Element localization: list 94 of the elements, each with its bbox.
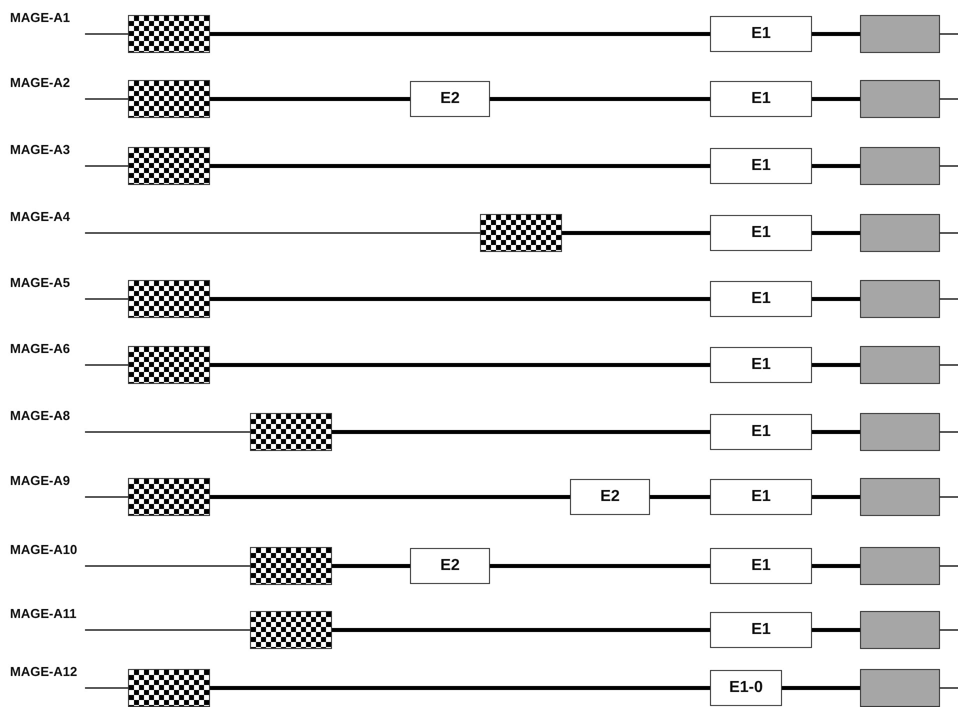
shaded-box <box>860 478 940 516</box>
intron-line <box>812 297 860 301</box>
shaded-box <box>860 15 940 53</box>
intron-line <box>210 97 410 101</box>
intron-line <box>210 32 710 36</box>
flank-line <box>85 687 128 689</box>
exon-box: E1-0 <box>710 670 782 706</box>
exon-box: E1 <box>710 414 812 450</box>
intron-line <box>210 686 710 690</box>
intron-line <box>562 231 710 235</box>
shaded-box <box>860 346 940 384</box>
shaded-box <box>860 413 940 451</box>
flank-line <box>85 496 128 498</box>
exon-box: E1 <box>710 16 812 52</box>
checkered-box <box>128 280 210 318</box>
gene-label: MAGE-A10 <box>10 542 78 557</box>
intron-line <box>650 495 710 499</box>
gene-label: MAGE-A11 <box>10 606 76 621</box>
checkered-box <box>128 346 210 384</box>
flank-line <box>940 33 958 35</box>
checkered-box <box>250 611 332 649</box>
checkered-box <box>250 547 332 585</box>
exon-box: E1 <box>710 612 812 648</box>
gene-label: MAGE-A1 <box>10 10 70 25</box>
flank-line <box>85 165 128 167</box>
checkered-box <box>480 214 562 252</box>
exon-box: E1 <box>710 548 812 584</box>
gene-label: MAGE-A12 <box>10 664 78 679</box>
checkered-box <box>128 147 210 185</box>
exon-box: E1 <box>710 215 812 251</box>
checkered-box <box>128 669 210 707</box>
intron-line <box>210 495 570 499</box>
exon-box: E1 <box>710 81 812 117</box>
gene-label: MAGE-A2 <box>10 75 70 90</box>
intron-line <box>210 297 710 301</box>
gene-label: MAGE-A9 <box>10 473 70 488</box>
checkered-box <box>128 15 210 53</box>
flank-line <box>85 98 128 100</box>
intron-line <box>812 231 860 235</box>
shaded-box <box>860 547 940 585</box>
intron-line <box>812 32 860 36</box>
exon-box: E1 <box>710 347 812 383</box>
exon-box: E1 <box>710 281 812 317</box>
flank-line <box>85 431 250 433</box>
flank-line <box>940 165 958 167</box>
flank-line <box>940 565 958 567</box>
flank-line <box>85 33 128 35</box>
checkered-box <box>128 80 210 118</box>
shaded-box <box>860 280 940 318</box>
flank-line <box>940 629 958 631</box>
intron-line <box>812 363 860 367</box>
shaded-box <box>860 147 940 185</box>
intron-line <box>490 564 710 568</box>
intron-line <box>210 363 710 367</box>
exon-box: E1 <box>710 148 812 184</box>
gene-label: MAGE-A4 <box>10 209 70 224</box>
intron-line <box>332 628 710 632</box>
shaded-box <box>860 80 940 118</box>
intron-line <box>812 430 860 434</box>
exon-box: E2 <box>410 81 490 117</box>
intron-line <box>812 97 860 101</box>
flank-line <box>940 298 958 300</box>
intron-line <box>490 97 710 101</box>
intron-line <box>332 430 710 434</box>
shaded-box <box>860 214 940 252</box>
checkered-box <box>250 413 332 451</box>
intron-line <box>332 564 410 568</box>
gene-label: MAGE-A6 <box>10 341 70 356</box>
flank-line <box>85 232 480 234</box>
flank-line <box>85 298 128 300</box>
shaded-box <box>860 669 940 707</box>
intron-line <box>782 686 860 690</box>
flank-line <box>85 364 128 366</box>
intron-line <box>210 164 710 168</box>
flank-line <box>940 687 958 689</box>
flank-line <box>940 431 958 433</box>
flank-line <box>940 496 958 498</box>
exon-box: E2 <box>410 548 490 584</box>
exon-box: E2 <box>570 479 650 515</box>
flank-line <box>940 364 958 366</box>
checkered-box <box>128 478 210 516</box>
shaded-box <box>860 611 940 649</box>
flank-line <box>940 232 958 234</box>
flank-line <box>940 98 958 100</box>
intron-line <box>812 164 860 168</box>
flank-line <box>85 565 250 567</box>
intron-line <box>812 495 860 499</box>
exon-box: E1 <box>710 479 812 515</box>
intron-line <box>812 628 860 632</box>
flank-line <box>85 629 250 631</box>
gene-label: MAGE-A8 <box>10 408 70 423</box>
gene-label: MAGE-A3 <box>10 142 70 157</box>
intron-line <box>812 564 860 568</box>
gene-label: MAGE-A5 <box>10 275 70 290</box>
